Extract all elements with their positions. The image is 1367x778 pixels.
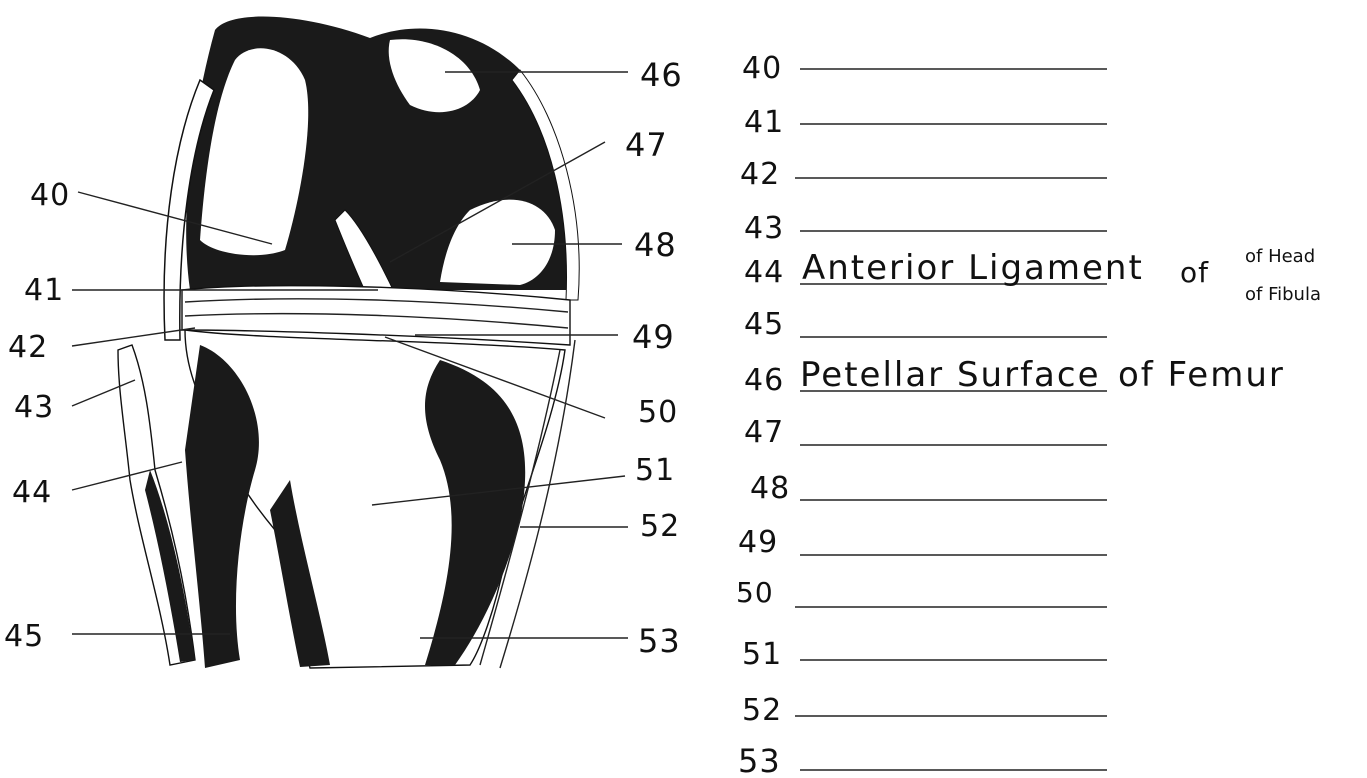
answer-text-46-tail: of Femur [1118,355,1285,395]
figure-label-45: 45 [4,619,44,654]
answer-text-46: Petellar Surface [800,355,1101,395]
answer-number-52: 52 [742,693,782,728]
answer-number-51: 51 [742,637,782,672]
answer-number-41: 41 [744,105,784,140]
answer-number-53: 53 [738,742,781,778]
answer-sheet: 40 41 42 43 44 Anterior Ligament of Head… [736,51,1321,778]
answer-number-45: 45 [744,307,784,342]
figure-label-41: 41 [24,273,64,308]
answer-number-43: 43 [744,211,784,246]
figure-label-50: 50 [638,395,678,430]
knee-illustration [118,17,579,668]
answer-text-44-of: of [1180,256,1209,289]
figure-label-40: 40 [30,178,70,213]
figure-label-48: 48 [634,226,677,264]
answer-number-40: 40 [742,51,782,86]
figure-label-52: 52 [640,509,680,544]
answer-number-46: 46 [744,363,784,398]
answer-number-50: 50 [736,576,774,609]
figure-label-47: 47 [625,126,668,164]
answer-number-49: 49 [738,525,778,560]
answer-text-44: Anterior Ligament [802,248,1144,288]
figure-label-44: 44 [12,475,52,510]
answer-number-42: 42 [740,157,780,192]
figure-label-46: 46 [640,56,683,94]
figure-label-49: 49 [632,318,675,356]
figure-label-53: 53 [638,622,681,660]
answer-text-44-small-1: of Head [1245,246,1315,267]
figure-label-51: 51 [635,453,675,488]
figure-label-42: 42 [8,330,48,365]
answer-number-44: 44 [744,255,784,290]
answer-number-48: 48 [750,471,790,506]
figure-label-43: 43 [14,390,54,425]
answer-text-44-small-2: of Fibula [1245,284,1321,305]
answer-number-47: 47 [744,415,784,450]
leader-44 [72,462,182,490]
